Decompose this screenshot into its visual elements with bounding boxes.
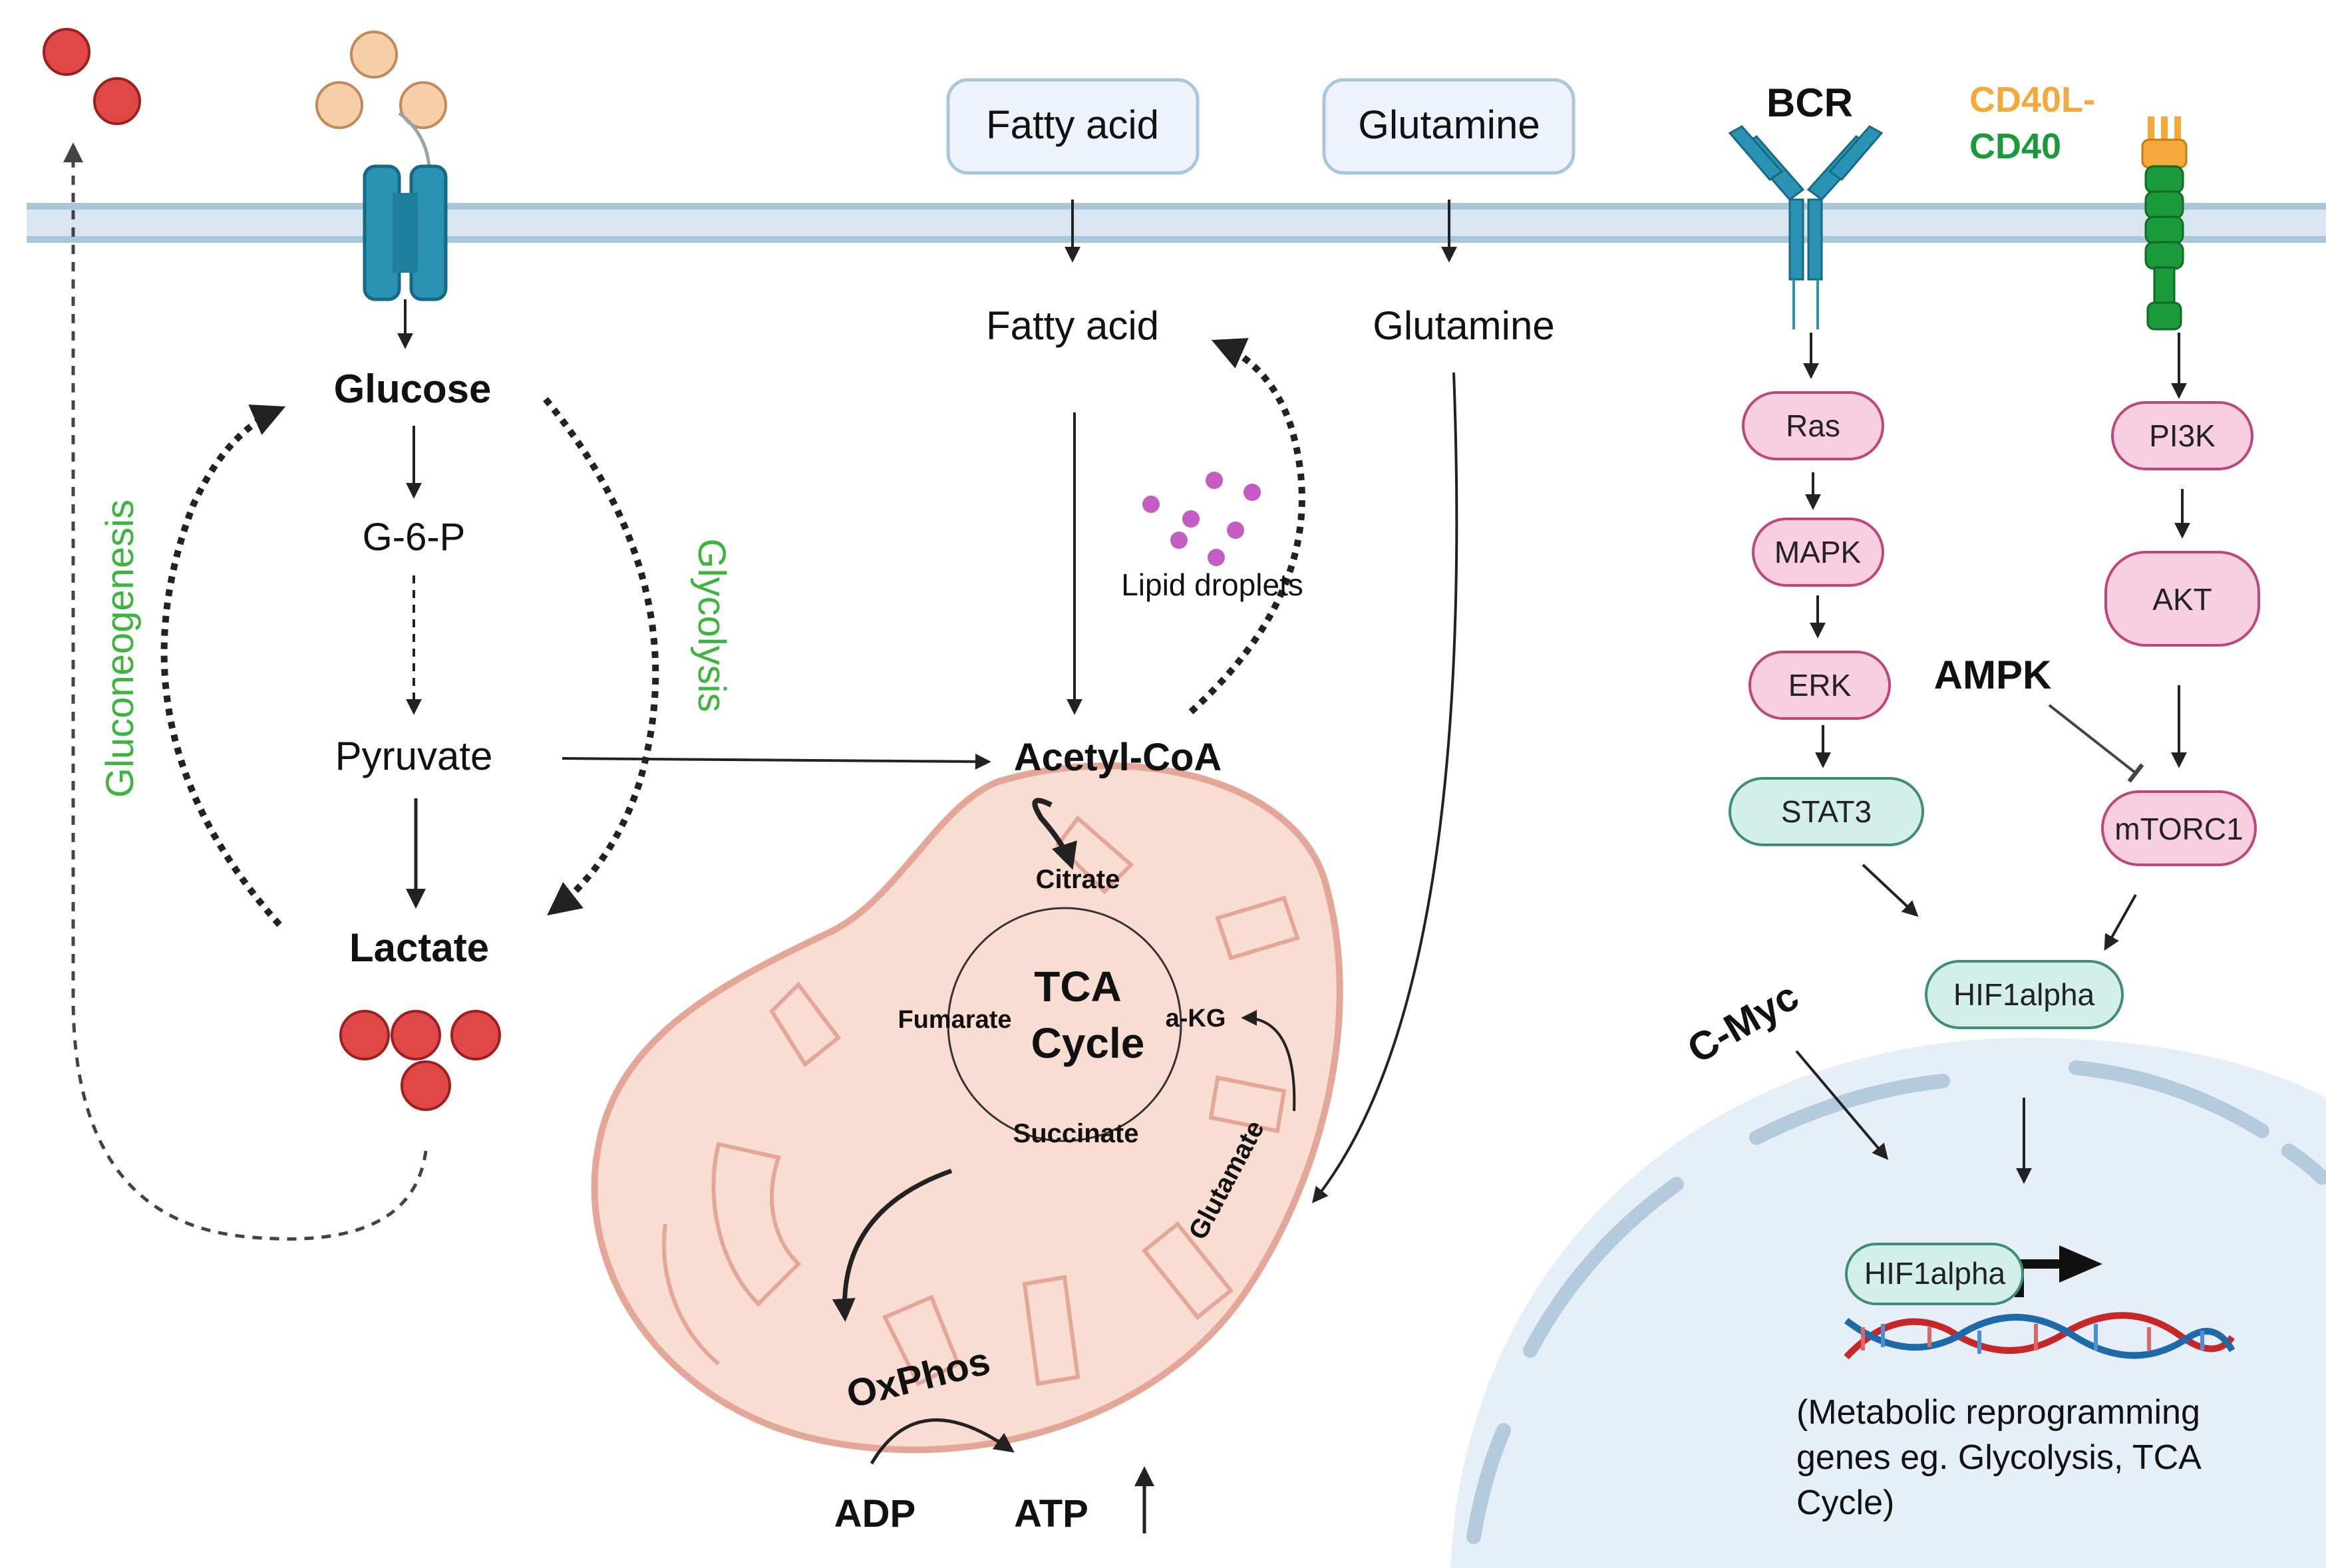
- cmyc-label: C-Myc: [1680, 973, 1806, 1072]
- lactate-export-particles: [43, 28, 141, 125]
- tca-label-line1: TCA: [1034, 963, 1122, 1011]
- fatty-acid-box: Fatty acid: [946, 78, 1200, 175]
- akt-node: AKT: [2104, 551, 2260, 647]
- fumarate-label: Fumarate: [898, 1006, 1011, 1034]
- svg-text:HIF1alpha: HIF1alpha: [1864, 1256, 2006, 1291]
- nuclear-envelope-segment: [1523, 1177, 1684, 1358]
- svg-text:mTORC1: mTORC1: [2114, 812, 2243, 846]
- akg-label: a-KG: [1166, 1005, 1226, 1032]
- dna-icon: [1844, 1312, 2236, 1360]
- lipogenesis-arrow: [1188, 338, 1305, 714]
- ras-node: Ras: [1742, 391, 1884, 460]
- adp-to-atp-arrow: [870, 1418, 1015, 1465]
- glycolysis-label: Glycolysis: [690, 538, 733, 712]
- glutamine-label: Glutamine: [1373, 303, 1554, 348]
- hif1alpha-node: HIF1alpha: [1925, 960, 2124, 1029]
- tca-label-line2: Cycle: [1031, 1019, 1145, 1067]
- svg-text:ERK: ERK: [1788, 668, 1852, 703]
- succinate-to-oxphos-arrow: [832, 1168, 953, 1322]
- lipid-droplets-icon: [1142, 472, 1261, 566]
- svg-text:Fatty acid: Fatty acid: [986, 102, 1159, 147]
- glucose-particles: [315, 31, 447, 167]
- adp-label: ADP: [834, 1492, 915, 1535]
- nucleus-caption-line1: (Metabolic reprogramming: [1796, 1393, 2200, 1432]
- glucose-label: Glucose: [334, 367, 492, 411]
- glutamine-to-glutamate-arrow: [1311, 372, 1458, 1203]
- lactate-label: Lactate: [349, 925, 489, 970]
- mapk-node: MAPK: [1752, 518, 1884, 587]
- nuclear-envelope-segment: [2281, 1144, 2326, 1185]
- stat3-node: STAT3: [1729, 777, 1924, 846]
- pyruvate-label: Pyruvate: [335, 734, 493, 778]
- hif1alpha-nuclear-node: HIF1alpha: [1845, 1243, 2024, 1305]
- nucleus-caption-line2: genes eg. Glycolysis, TCA: [1796, 1438, 2202, 1477]
- glutamine-box: Glutamine: [1322, 78, 1576, 175]
- tca-cycle-ring: [947, 907, 1182, 1142]
- svg-text:Ras: Ras: [1786, 408, 1840, 443]
- cd40l-label: CD40L-: [1969, 80, 2095, 120]
- svg-text:AKT: AKT: [2152, 582, 2212, 617]
- lipid-droplets-label: Lipid droplets: [1121, 567, 1303, 602]
- glutamate-to-akg-arrow: [1241, 1010, 1296, 1112]
- svg-text:Glutamine: Glutamine: [1358, 102, 1540, 147]
- cd40-label: CD40: [1969, 126, 2061, 166]
- cd40-receptor-icon: [2141, 116, 2188, 331]
- bcr-label: BCR: [1766, 80, 1853, 125]
- svg-text:PI3K: PI3K: [2149, 418, 2216, 453]
- erk-node: ERK: [1748, 651, 1891, 720]
- nuclear-envelope-segment: [2069, 1060, 2269, 1138]
- ampk-label: AMPK: [1934, 653, 2052, 697]
- mitochondrion: [591, 762, 1343, 1454]
- citrate-label: Citrate: [1036, 865, 1120, 894]
- atp-label: ATP: [1014, 1492, 1088, 1535]
- ampk-inhibition: [2048, 704, 2144, 783]
- svg-text:MAPK: MAPK: [1774, 535, 1862, 569]
- lactate-export-arrow: [63, 142, 428, 1241]
- mtorc1-node: mTORC1: [2101, 790, 2257, 866]
- gluconeogenesis-arrow: [160, 404, 286, 927]
- pi3k-node: PI3K: [2111, 401, 2253, 470]
- bcr-receptor-icon: [1728, 125, 1884, 281]
- lactate-particles: [339, 1010, 501, 1111]
- g6p-label: G-6-P: [363, 516, 466, 559]
- fatty-acid-label: Fatty acid: [986, 303, 1159, 348]
- glycolysis-arrow: [543, 396, 659, 916]
- gluconeogenesis-label: Gluconeogenesis: [98, 500, 142, 798]
- acetyl-coa-label: Acetyl-CoA: [1014, 736, 1222, 779]
- glucose-transporter-icon: [363, 164, 448, 301]
- svg-text:STAT3: STAT3: [1781, 794, 1872, 829]
- succinate-label: Succinate: [1013, 1119, 1139, 1148]
- transcription-arrowhead: [2059, 1245, 2102, 1283]
- nuclear-envelope-segment: [1749, 1074, 1950, 1145]
- nucleus-caption-line3: Cycle): [1796, 1484, 1894, 1522]
- svg-text:HIF1alpha: HIF1alpha: [1953, 977, 2095, 1012]
- acetyl-coa-to-citrate-arrow: [1032, 798, 1077, 870]
- nuclear-envelope-segment: [1466, 1423, 1511, 1544]
